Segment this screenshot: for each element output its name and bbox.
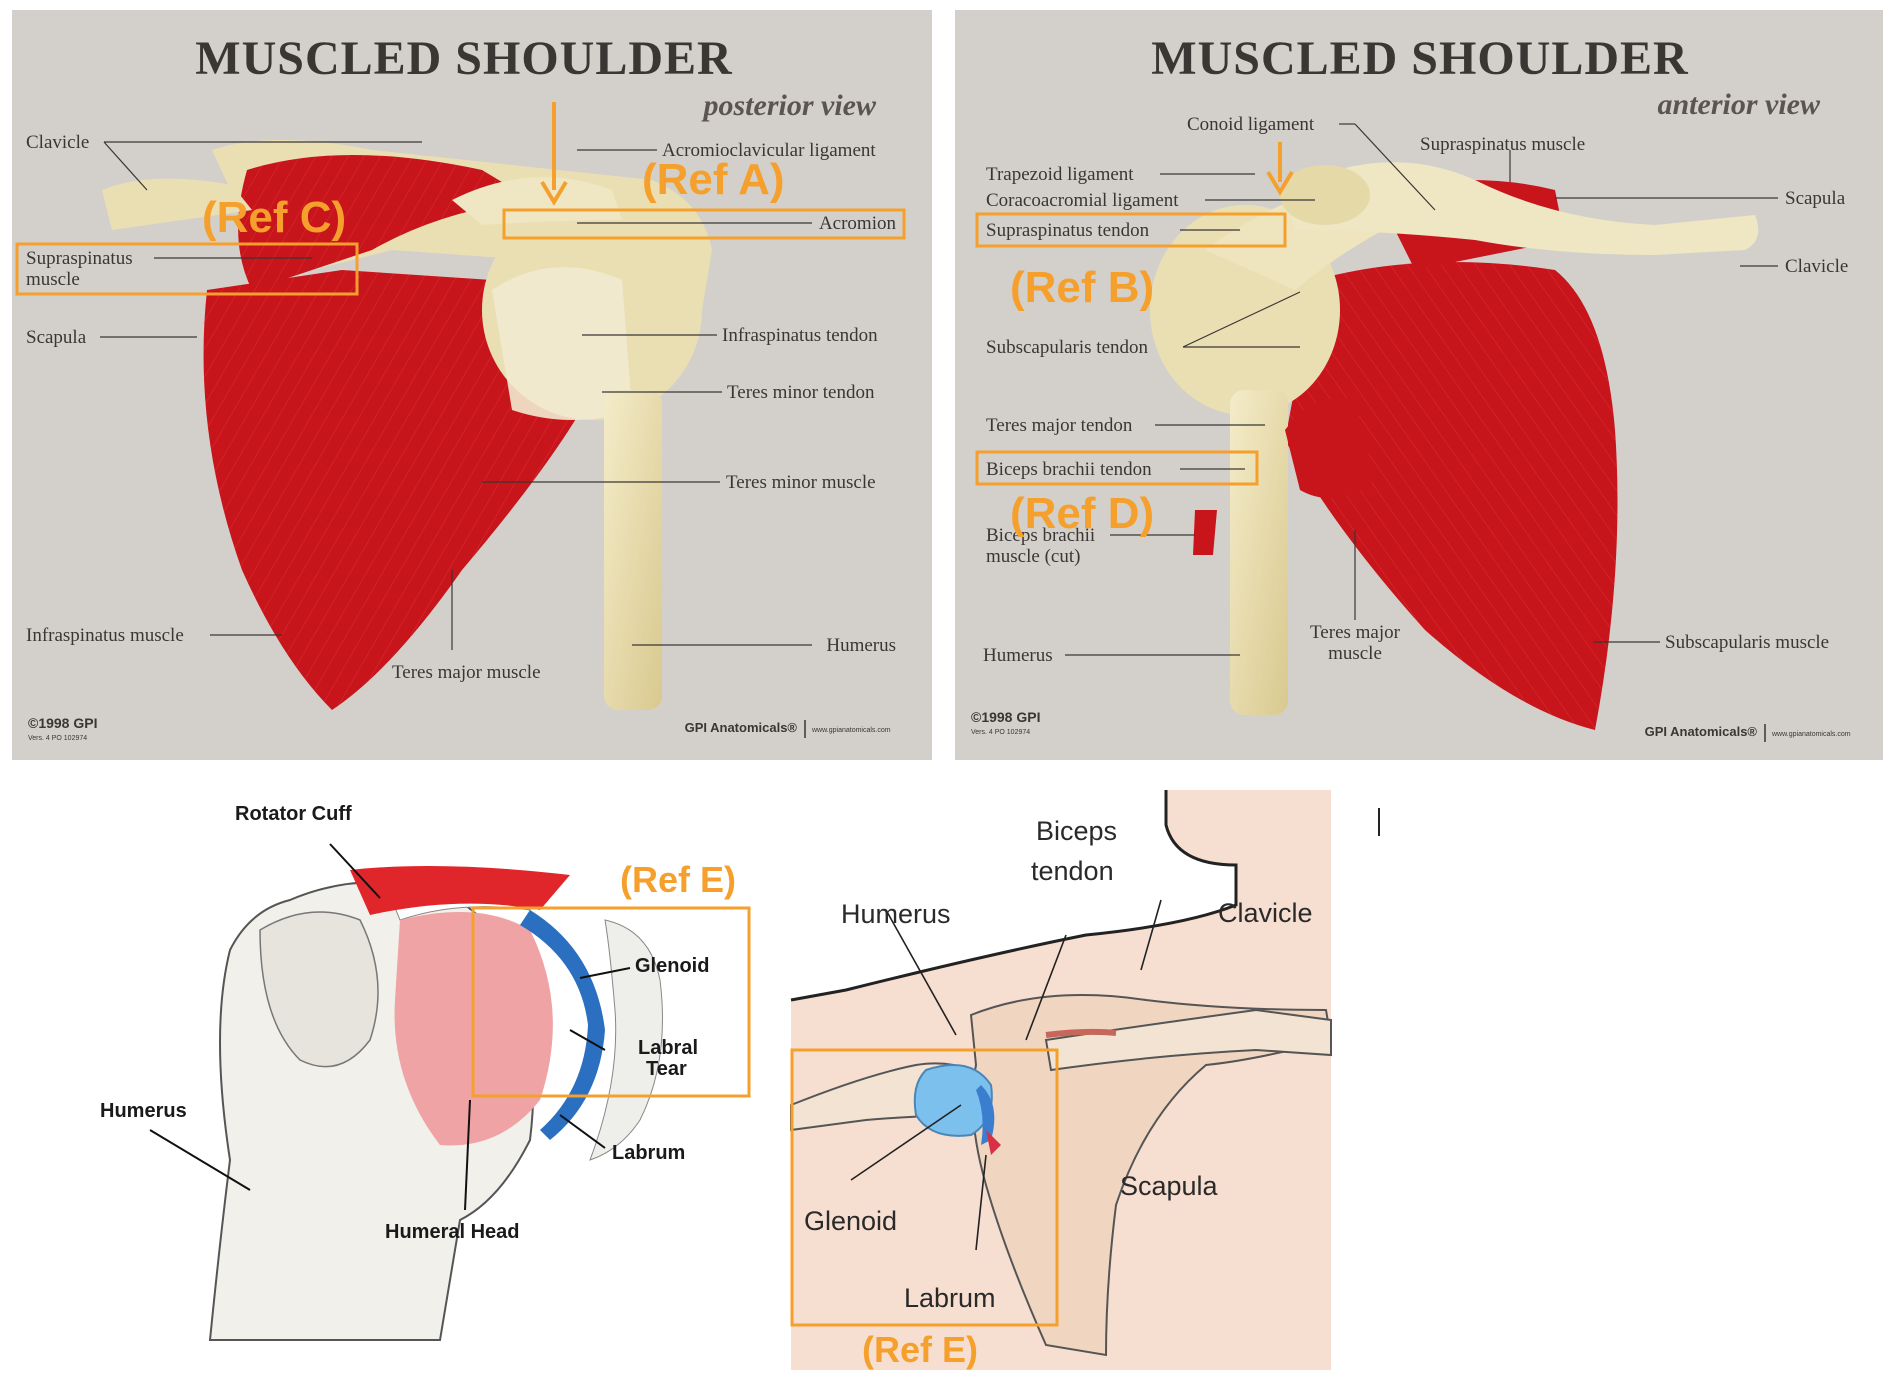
anterior-brand: GPI Anatomicals® — [1645, 724, 1758, 739]
label-supraspinatus-tendon: Supraspinatus tendon — [986, 220, 1150, 241]
label-supraspinatus-muscle-1: Supraspinatus — [26, 248, 133, 269]
label-scapula: Scapula — [26, 327, 87, 348]
label-teres-minor-tendon: Teres minor tendon — [727, 382, 875, 403]
label-labrum: Labrum — [612, 1142, 685, 1164]
glenoid-shape — [589, 919, 663, 1161]
label-supraspinatus-muscle-2: muscle — [26, 269, 80, 290]
posterior-subtitle: posterior view — [701, 89, 877, 122]
anterior-copyright: ©1998 GPI — [971, 709, 1040, 725]
label-biceps-tendon-1: Biceps — [1036, 816, 1117, 846]
labrum-shape — [520, 910, 605, 1140]
label-clavicle: Clavicle — [1218, 898, 1313, 928]
posterior-brand: GPI Anatomicals® — [685, 720, 798, 735]
anterior-url: www.gpianatomicals.com — [1771, 731, 1851, 738]
posterior-leader-lines — [100, 141, 812, 650]
label-acromion: Acromion — [819, 213, 897, 234]
ref-b-label: (Ref B) — [1010, 263, 1154, 312]
label-teres-major-tendon: Teres major tendon — [986, 415, 1133, 436]
label-biceps-brachii-tendon: Biceps brachii tendon — [986, 459, 1152, 480]
label-subscapularis-muscle: Subscapularis muscle — [1665, 632, 1829, 653]
label-clavicle: Clavicle — [26, 132, 89, 153]
rotator-cuff-shape — [350, 866, 570, 915]
label-humerus: Humerus — [826, 635, 896, 656]
label-subscapularis-tendon: Subscapularis tendon — [986, 337, 1149, 358]
label-labral-tear-1: Labral — [638, 1037, 698, 1059]
label-scapula: Scapula — [1785, 188, 1846, 209]
label-trapezoid-ligament: Trapezoid ligament — [986, 164, 1134, 185]
posterior-copyright: ©1998 GPI — [28, 715, 97, 731]
label-labral-tear-2: Tear — [646, 1058, 687, 1080]
anterior-title: MUSCLED SHOULDER — [1151, 32, 1689, 85]
scapula-shape — [969, 994, 1333, 1357]
shoulder-model-posterior — [102, 140, 712, 710]
shoulder-model-anterior — [1150, 162, 1759, 730]
anterior-version: Vers. 4 PO 102974 — [971, 729, 1030, 736]
label-biceps-brachii-muscle-2: muscle (cut) — [986, 546, 1080, 567]
label-humerus: Humerus — [983, 645, 1053, 666]
posterior-url: www.gpianatomicals.com — [811, 727, 891, 734]
anterior-view-panel: MUSCLED SHOULDER anterior view Conoid li… — [955, 10, 1883, 760]
posterior-version: Vers. 4 PO 102974 — [28, 735, 87, 742]
posterior-annotations — [15, 102, 906, 296]
ref-d-label: (Ref D) — [1010, 489, 1154, 538]
label-infraspinatus-tendon: Infraspinatus tendon — [722, 325, 878, 346]
label-teres-major-muscle-1: Teres major — [1310, 622, 1401, 643]
label-labrum: Labrum — [904, 1283, 996, 1313]
label-rotator-cuff: Rotator Cuff — [235, 803, 352, 825]
clavicle-shape — [1044, 1008, 1332, 1072]
label-infraspinatus-muscle: Infraspinatus muscle — [26, 625, 184, 646]
label-humerus: Humerus — [100, 1100, 187, 1122]
biceps-tendon-shape — [1045, 1028, 1117, 1038]
ref-e-label: (Ref E) — [862, 1329, 978, 1370]
text-cursor — [1378, 808, 1380, 836]
body-outline — [791, 790, 1236, 1000]
label-conoid-ligament: Conoid ligament — [1187, 114, 1315, 135]
labrum-tear-mark — [986, 1130, 1001, 1155]
label-biceps-tendon-2: tendon — [1031, 856, 1114, 886]
posterior-title: MUSCLED SHOULDER — [195, 32, 733, 85]
label-scapula: Scapula — [1120, 1171, 1219, 1201]
anterior-annotations — [975, 142, 1294, 486]
label-teres-minor-muscle: Teres minor muscle — [726, 472, 876, 493]
label-supraspinatus-muscle: Supraspinatus muscle — [1420, 134, 1585, 155]
labral-tear-diagram: Rotator Cuff Glenoid Labral Tear Humerus… — [60, 780, 780, 1370]
label-teres-major-muscle: Teres major muscle — [392, 662, 541, 683]
label-acromioclavicular-ligament: Acromioclavicular ligament — [662, 140, 876, 161]
label-humeral-head: Humeral Head — [385, 1221, 520, 1243]
label-teres-major-muscle-2: muscle — [1328, 643, 1382, 664]
anterior-subtitle: anterior view — [1658, 88, 1821, 121]
label-humerus: Humerus — [841, 899, 951, 929]
ref-c-label: (Ref C) — [202, 193, 346, 242]
labrum-shape — [976, 1085, 995, 1145]
label-biceps-brachii-muscle-1: Biceps brachii — [986, 525, 1095, 546]
anterior-leader-lines — [1065, 123, 1778, 656]
labral-leader-lines — [149, 843, 631, 1211]
ref-a-label: (Ref A) — [642, 155, 785, 204]
ref-e-box — [471, 906, 751, 1098]
label-glenoid: Glenoid — [804, 1206, 897, 1236]
label-coracoacromial-ligament: Coracoacromial ligament — [986, 190, 1179, 211]
label-glenoid: Glenoid — [635, 955, 709, 977]
posterior-view-panel: MUSCLED SHOULDER posterior view Clavicle… — [12, 10, 932, 760]
label-clavicle: Clavicle — [1785, 256, 1848, 277]
joint-leader-lines — [850, 899, 1162, 1251]
shoulder-joint-diagram: Biceps tendon Humerus Clavicle Glenoid S… — [786, 785, 1336, 1375]
ref-e-label: (Ref E) — [620, 859, 736, 900]
ref-e-box — [790, 1048, 1059, 1327]
glenoid-shape — [913, 1064, 993, 1137]
